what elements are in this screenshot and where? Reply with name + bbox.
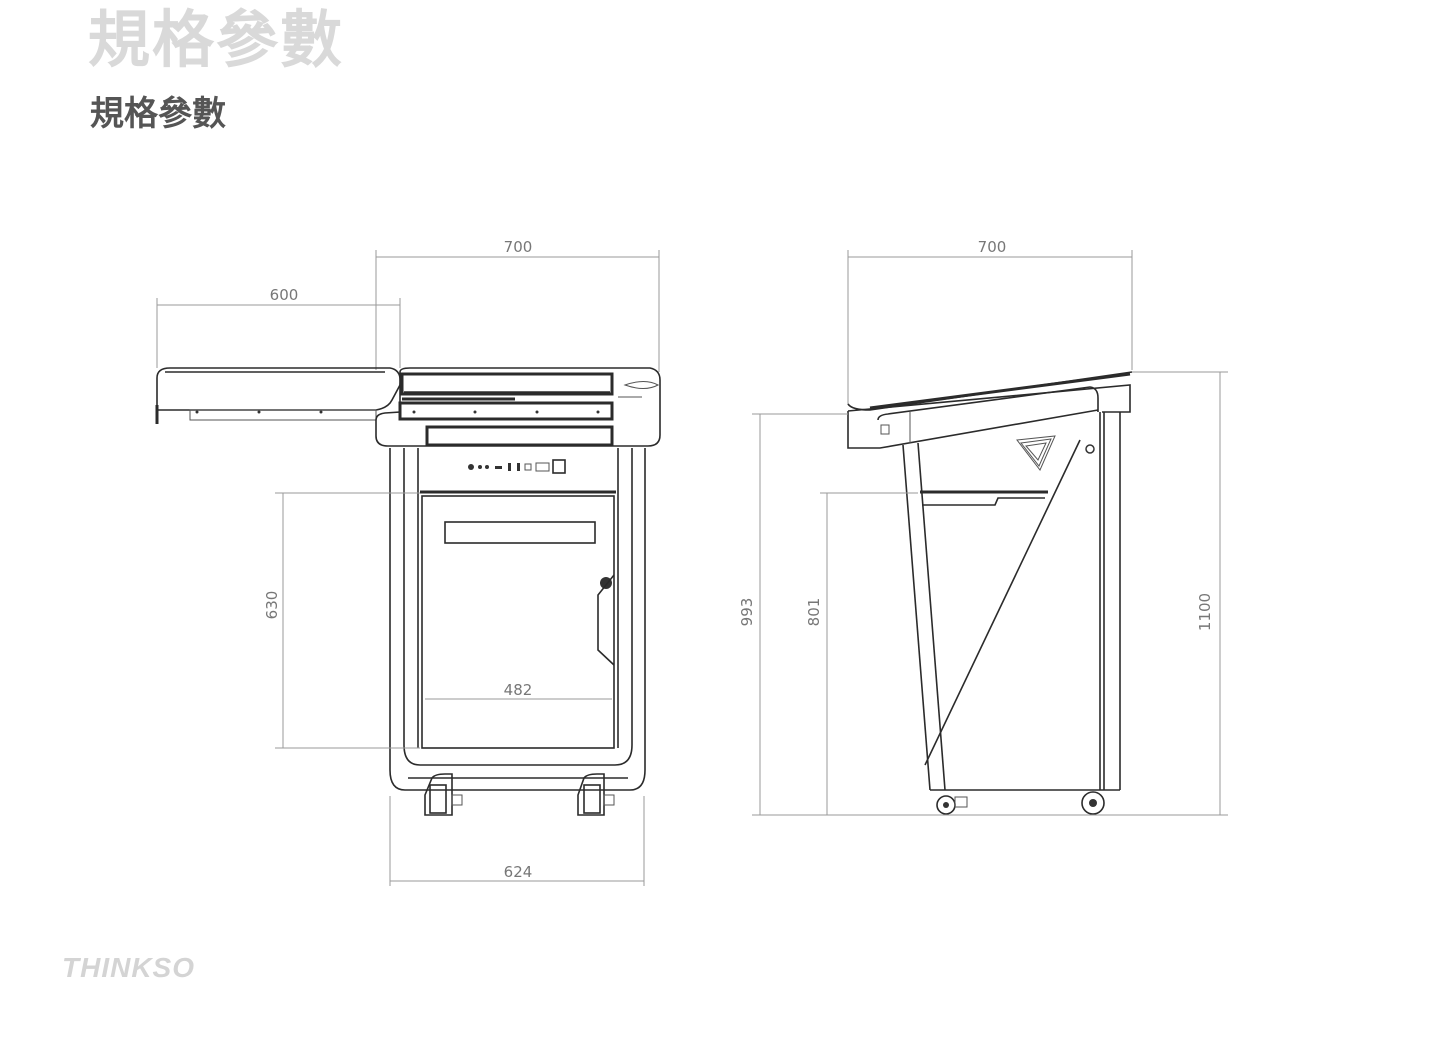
- cabinet-frame: [389, 448, 646, 791]
- dim-side-1100: 1100: [1132, 371, 1228, 815]
- dim-side-993: 993: [738, 413, 848, 815]
- dim-front-482: 482: [425, 681, 612, 700]
- dim-label: 1100: [1196, 593, 1214, 631]
- door-label-plate: [444, 521, 596, 544]
- front-view: 700 600: [155, 238, 661, 886]
- sloped-top: [847, 371, 1133, 449]
- title-watermark: 規格參數: [88, 3, 345, 76]
- side-body: [902, 412, 1121, 791]
- dim-front-624: 624: [389, 796, 645, 886]
- side-shelf: [155, 367, 402, 424]
- dim-label: 624: [504, 863, 533, 881]
- desk-top: [375, 367, 661, 447]
- dim-label: 801: [805, 598, 823, 627]
- dim-label: 600: [270, 286, 299, 304]
- dim-front-630: 630: [263, 492, 420, 749]
- caster-wheels: [424, 773, 615, 816]
- page-title: 規格參數: [90, 94, 226, 134]
- power-icon: [880, 424, 890, 435]
- port-panel: [420, 459, 616, 494]
- dim-front-600: 600: [156, 286, 401, 368]
- dim-front-700: 700: [375, 238, 660, 372]
- side-wheels: [936, 791, 1105, 815]
- dim-label: 700: [504, 238, 533, 256]
- dim-side-700: 700: [847, 238, 1133, 405]
- dim-label: 630: [263, 591, 281, 620]
- dim-side-801: 801: [805, 492, 918, 815]
- dim-label: 482: [504, 681, 533, 699]
- brand-logo: THINKSO: [62, 952, 195, 983]
- dim-label: 700: [978, 238, 1007, 256]
- port-icon: [468, 464, 474, 470]
- brand-emblem-icon: [1016, 435, 1095, 471]
- side-view: 700: [738, 238, 1228, 816]
- dim-label: 993: [738, 598, 756, 627]
- cabinet-door: [421, 495, 615, 749]
